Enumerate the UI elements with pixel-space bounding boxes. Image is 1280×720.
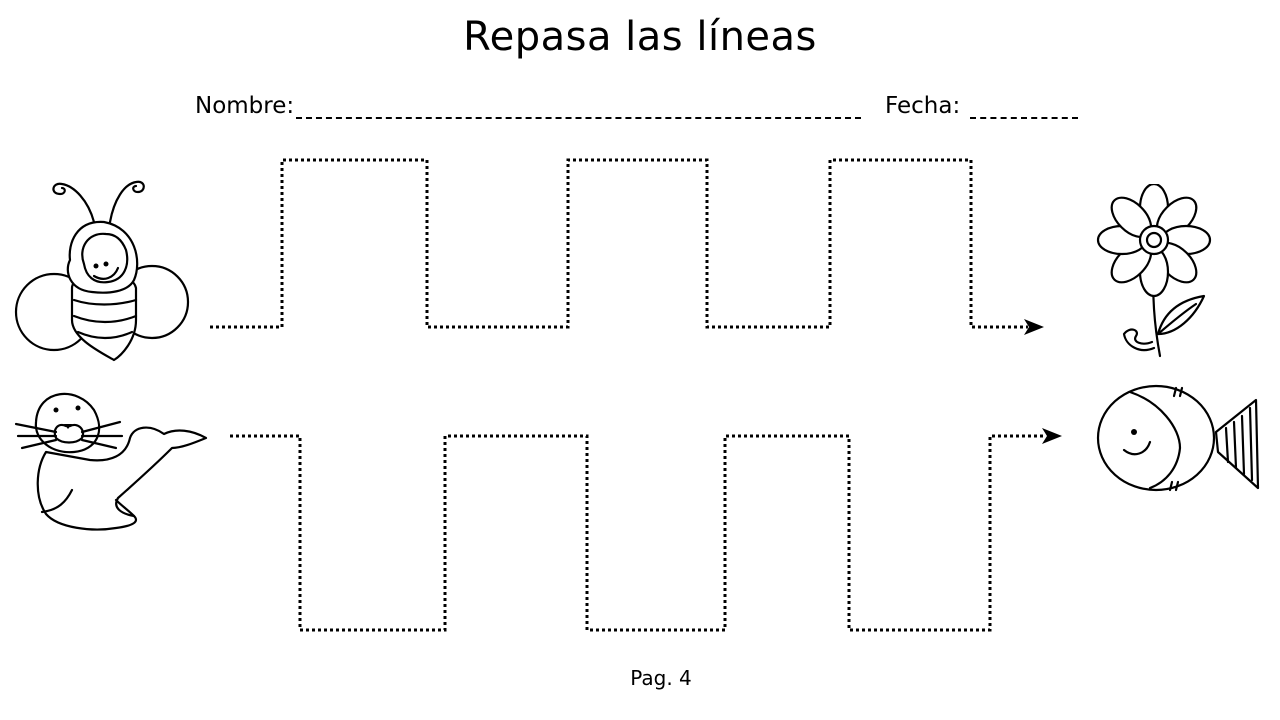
fish-picture [1090, 378, 1262, 500]
page-title: Repasa las líneas [463, 14, 817, 60]
bee-icon [14, 180, 190, 362]
bee-picture [12, 160, 192, 365]
date-label: Fecha: [885, 93, 961, 119]
page-number: Pag. 4 [630, 666, 692, 690]
name-label: Nombre: [195, 93, 295, 119]
date-field[interactable]: Fecha: [885, 93, 1079, 119]
flower-icon [1096, 184, 1212, 358]
name-field[interactable]: Nombre: [195, 93, 862, 119]
trace-path-top[interactable] [210, 158, 1028, 329]
fish-icon [1096, 384, 1260, 492]
seal-icon [14, 392, 208, 531]
trace-arrow-top [1024, 319, 1044, 335]
date-line[interactable] [970, 97, 1079, 119]
flower-picture [1096, 184, 1212, 366]
header-fields: Nombre: Fecha: [195, 93, 1085, 127]
seal-picture [12, 378, 212, 536]
trace-path-bottom[interactable] [230, 434, 1046, 632]
trace-arrow-bottom [1042, 428, 1062, 444]
name-line[interactable] [296, 97, 862, 119]
